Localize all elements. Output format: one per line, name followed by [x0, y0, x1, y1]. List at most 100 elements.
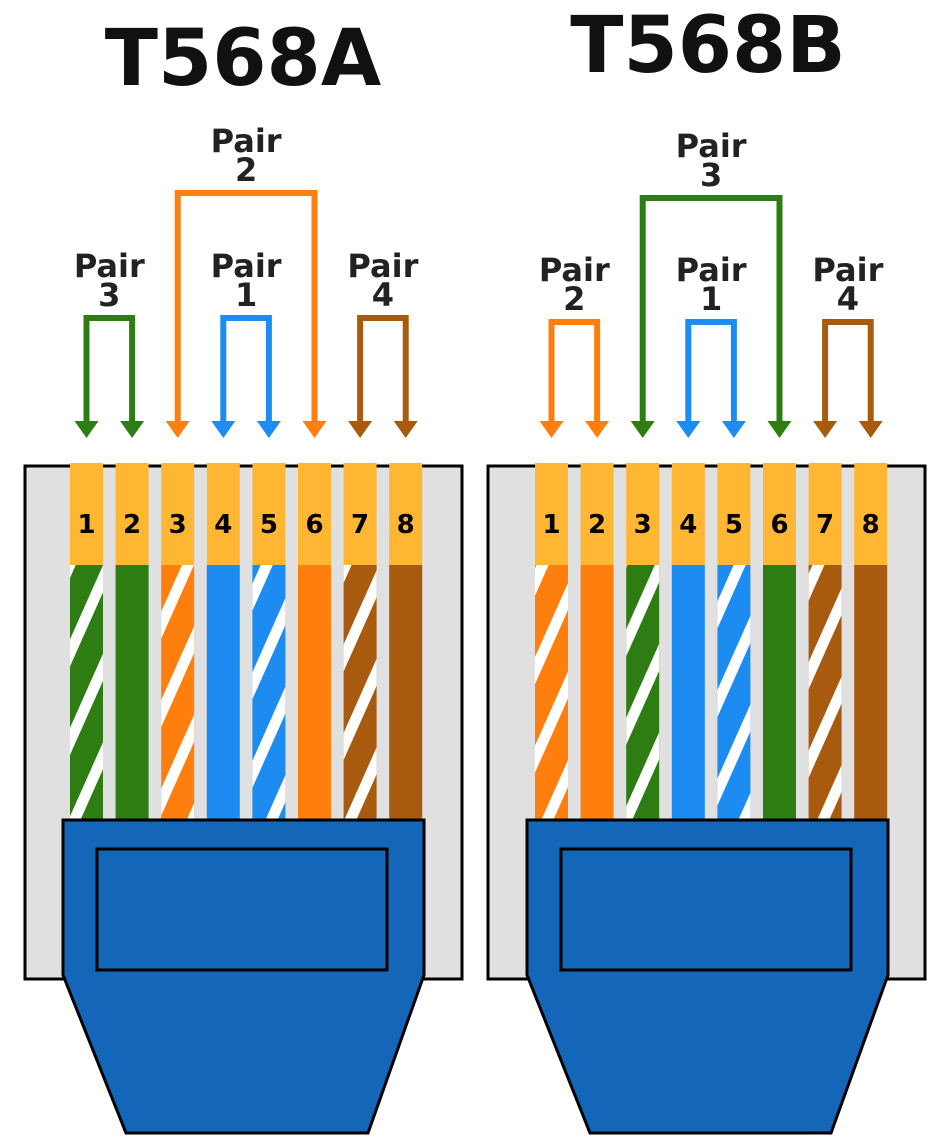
pair-number: 3 [700, 156, 722, 194]
down-arrow-icon [539, 421, 564, 438]
boot-latch [95, 847, 389, 972]
pin-contact [854, 463, 888, 565]
pair-number: 1 [235, 276, 257, 314]
diagram-title: T568A [105, 14, 381, 104]
down-arrow-icon [211, 421, 236, 438]
solid-wire [671, 565, 705, 820]
pair-label: Pair [812, 251, 883, 289]
down-arrow-icon [393, 421, 418, 438]
pin-contact [70, 463, 103, 565]
down-arrow-icon [302, 421, 327, 438]
pin-contact [343, 463, 377, 565]
wire-white-stripes [70, 565, 103, 820]
wire-white-stripes [717, 565, 751, 820]
pair-label: Pair [676, 127, 747, 165]
boot-latch [559, 847, 853, 972]
pin-contact [808, 463, 842, 565]
down-arrow-icon [165, 421, 190, 438]
wire-white-stripes [626, 565, 660, 820]
bracket-line [822, 319, 874, 421]
pin-contact [763, 463, 796, 565]
pair-label: Pair [211, 122, 282, 160]
solid-wire [389, 565, 423, 820]
solid-wire [580, 565, 614, 820]
pair-number: 3 [98, 276, 120, 314]
pin-number: 8 [397, 510, 415, 540]
pin-contact [115, 463, 149, 565]
plug-boot [61, 818, 426, 1135]
pin-contact [206, 463, 240, 565]
diagram-title: T568B [570, 1, 845, 91]
down-arrow-icon [348, 421, 373, 438]
wire-white-stripes [343, 565, 377, 820]
pair-number: 2 [235, 151, 257, 189]
wire-white-stripes [808, 565, 842, 820]
down-arrow-icon [767, 421, 792, 438]
pin-number: 7 [351, 510, 369, 540]
pair-label: Pair [676, 251, 747, 289]
pin-contact [298, 463, 331, 565]
pin-number: 1 [77, 510, 95, 540]
pin-number: 4 [679, 510, 697, 540]
solid-wire [206, 565, 240, 820]
bracket-line [174, 190, 318, 421]
pin-number: 6 [770, 510, 788, 540]
pin-contact [252, 463, 286, 565]
pin-number: 2 [588, 510, 606, 540]
bracket-line [548, 319, 601, 421]
pair-number: 2 [563, 280, 585, 318]
bracket-line [639, 195, 783, 421]
solid-wire [115, 565, 149, 820]
down-arrow-icon [256, 421, 281, 438]
solid-wire [854, 565, 888, 820]
pin-number: 5 [260, 510, 278, 540]
pair-label: Pair [211, 247, 282, 285]
bracket-line [220, 315, 272, 421]
down-arrow-icon [858, 421, 883, 438]
wire-white-stripes [252, 565, 286, 820]
pin-number: 5 [725, 510, 743, 540]
pin-number: 3 [634, 510, 652, 540]
pair-label: Pair [539, 251, 610, 289]
solid-wire [763, 565, 796, 820]
pin-contact [535, 463, 568, 565]
pin-number: 3 [169, 510, 187, 540]
pin-contact [580, 463, 614, 565]
pair-number: 4 [837, 280, 859, 318]
pin-number: 4 [214, 510, 232, 540]
down-arrow-icon [585, 421, 610, 438]
pin-contact [389, 463, 423, 565]
pin-contact [161, 463, 195, 565]
pair-label: Pair [74, 247, 145, 285]
bracket-line [83, 315, 136, 421]
pin-number: 8 [862, 510, 880, 540]
pin-contact [717, 463, 751, 565]
wire-white-stripes [161, 565, 195, 820]
bracket-line [685, 319, 737, 421]
down-arrow-icon [630, 421, 655, 438]
pin-contact [626, 463, 660, 565]
pin-number: 2 [123, 510, 141, 540]
down-arrow-icon [676, 421, 701, 438]
down-arrow-icon [74, 421, 99, 438]
down-arrow-icon [120, 421, 145, 438]
pin-number: 1 [542, 510, 560, 540]
pin-number: 7 [816, 510, 834, 540]
wire-white-stripes [535, 565, 568, 820]
solid-wire [298, 565, 331, 820]
pair-label: Pair [347, 247, 418, 285]
